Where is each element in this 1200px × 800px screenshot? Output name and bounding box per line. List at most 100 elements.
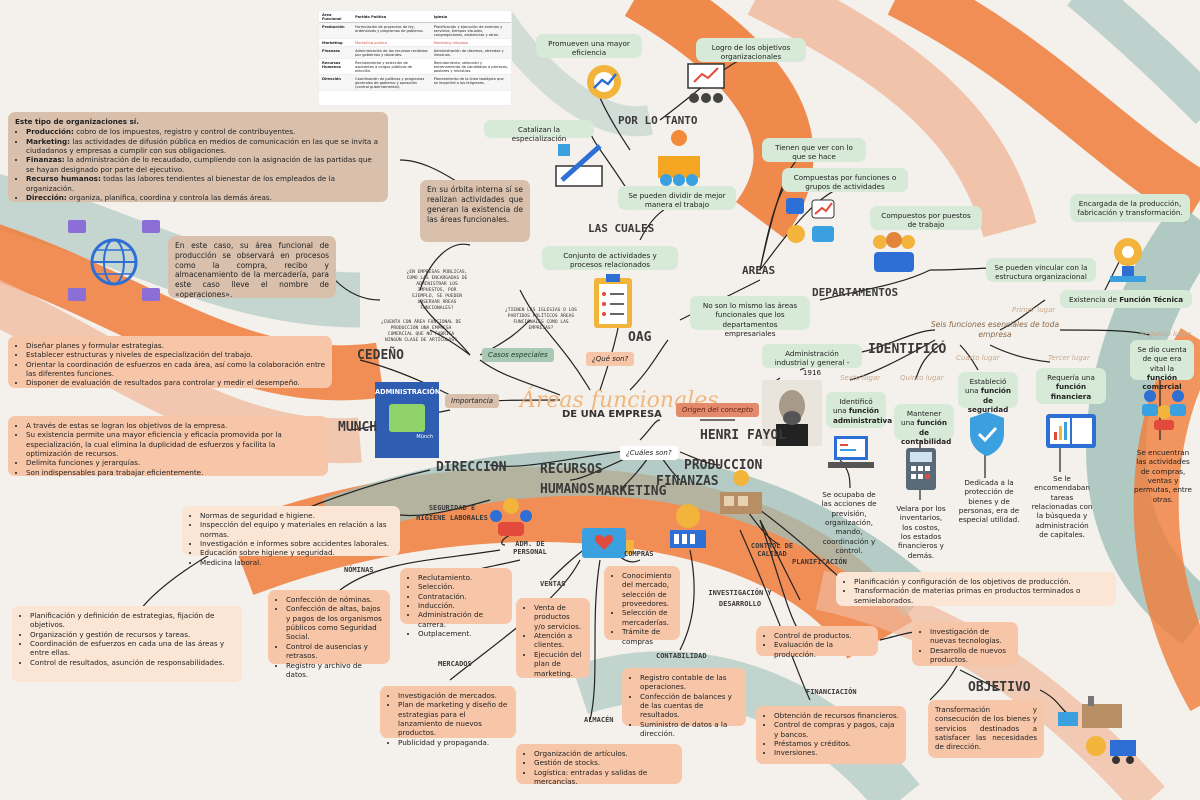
- tercer-lugar-label: Tercer lugar: [1048, 354, 1090, 362]
- funcion-contab-desc: Velara por los inventarios, los costos, …: [896, 504, 946, 560]
- contabilidad-label: CONTABILIDAD: [656, 652, 707, 660]
- seguridad-label: SEGURIDAD E HIGIENE LABORALES: [416, 504, 488, 522]
- list-item: Control de resultados, asunción de respo…: [30, 658, 235, 667]
- admin-industrial-box: Administración industrial y general - 19…: [762, 344, 862, 377]
- adm-personal-label: ADM. DE PERSONAL: [513, 540, 547, 556]
- list-item: Disponer de evaluación de resultados par…: [26, 378, 325, 387]
- seis-funciones-label: Seis funciones esenciales de toda empres…: [930, 320, 1060, 339]
- table-row: Dirección Coordinación de políticas y pr…: [319, 74, 511, 91]
- table-header: Partido Político: [352, 11, 431, 23]
- funcion-tecnica-box: Existencia de Función Técnica: [1060, 290, 1192, 308]
- casos-especiales-label: Casos especiales: [482, 348, 554, 362]
- list-item: Organización y gestión de recursos y tar…: [30, 630, 235, 639]
- tipo-organizaciones-box: Este tipo de organizaciones sí. Producci…: [8, 112, 388, 202]
- specialization-pencil-icon: [555, 144, 603, 187]
- list-item: Organización de artículos.: [534, 749, 675, 758]
- catalizan-box: Catalizan la especialización: [484, 120, 594, 143]
- funcion-comercial-box: Se dio cuenta de que era vital la funció…: [1130, 340, 1194, 391]
- list-item: Evaluación de la producción.: [774, 640, 871, 659]
- main-subtitle: DE UNA EMPRESA: [562, 409, 662, 420]
- reclutamiento-box: Reclutamiento. Selección. Contratación. …: [400, 568, 512, 638]
- list-item: Contratación.: [418, 592, 505, 601]
- table-cell: Reclutamiento y selección de aspirantes …: [352, 58, 431, 75]
- list-item: Gestión de stocks.: [534, 758, 675, 767]
- table-cell: Reclutamiento, selección y entrenamiento…: [430, 58, 511, 75]
- nominas-box: Confección de nóminas. Confección de alt…: [268, 590, 390, 679]
- tienen-box: Tienen que ver con lo que se hace: [762, 138, 866, 162]
- importancia-label: Importancia: [445, 394, 500, 408]
- cedeno-label: CEDEÑO: [357, 348, 404, 363]
- globe-network-icon: [68, 220, 160, 301]
- question-publicas: ¿EN EMPRESAS PÚBLICAS, COMO LAS ENCARGAD…: [406, 270, 468, 311]
- segundo-lugar-right-label: Segundo lugar: [1140, 330, 1192, 338]
- funcion-fin-desc: Se le encomendaban tareas relacionadas c…: [1031, 474, 1093, 540]
- list-item: Conocimiento del mercado, selección de p…: [622, 571, 673, 608]
- cuales-son-label: ¿Cuáles son?: [620, 446, 678, 460]
- list-item: Dirección: organiza, planifica, coordina…: [26, 193, 381, 202]
- table-cell: Formulación de proyectos de ley, ordenan…: [352, 22, 431, 39]
- funcion-administrativa-box: Identificó una función administrativa: [826, 392, 892, 428]
- list-item: Marketing: las actividades de difusión p…: [26, 137, 381, 156]
- list-item: Orientar la coordinación de esfuerzos en…: [26, 360, 325, 379]
- list-item: Control de compras y pagos, caja y banco…: [774, 720, 899, 739]
- list-item: Son indispensables para trabajar eficien…: [26, 468, 321, 477]
- list-item: Atención a clientes.: [534, 631, 583, 650]
- comparison-table: Área Funcional Partido Político Iglesia …: [318, 10, 512, 106]
- list-item: Ejecución del plan de marketing.: [534, 650, 583, 678]
- table-cell: Recursos Humanos: [319, 58, 353, 75]
- table-row: Producción Formulación de proyectos de l…: [319, 22, 511, 39]
- list-item: Selección de mercaderías.: [622, 608, 673, 627]
- list-item: Establecer estructuras y niveles de espe…: [26, 350, 325, 359]
- quinto-lugar-label: Quinto lugar: [900, 374, 944, 382]
- table-cell: Administración de los recursos recibidos…: [352, 46, 431, 59]
- planificacion-label: PLANIFICACIÓN: [792, 558, 847, 566]
- list-item: Delimita funciones y jerarquías.: [26, 458, 321, 467]
- table-cell: Planeamiento de la línea teológica que s…: [430, 74, 511, 91]
- mercados-label: MERCADOS: [438, 660, 472, 668]
- control-calidad-label: CONTROL DE CALIDAD: [750, 542, 794, 558]
- objetivo-label: OBJETIVO: [968, 680, 1031, 695]
- list-item: Selección.: [418, 582, 505, 591]
- list-item: Educación sobre higiene y seguridad.: [200, 548, 393, 557]
- table-row: Finanzas Administración de los recursos …: [319, 46, 511, 59]
- finanzas-label: FINANZAS: [656, 474, 719, 489]
- list-item: Desarrollo de nuevos productos.: [930, 646, 1011, 665]
- encargada-box: Encargada de la producción, fabricación …: [1070, 194, 1190, 222]
- list-item: Confección de nóminas.: [286, 595, 383, 604]
- analytics-dashboard-icon: [786, 198, 835, 243]
- munch-label: MUNCH: [338, 420, 378, 435]
- departamentos-label: DEPARTAMENTOS: [812, 286, 899, 299]
- list-item: Confección de balances y de las cuentas …: [640, 692, 739, 720]
- table-cell: Producción: [319, 22, 353, 39]
- technical-gear-bulb-icon: [1110, 238, 1146, 282]
- investigacion-box: Investigación de nuevas tecnologías. Des…: [912, 622, 1018, 666]
- ventas-box: Venta de productos y/o servicios. Atenci…: [516, 598, 590, 678]
- nominas-label: NÓMINAS: [344, 566, 374, 574]
- list-item: Registro y archivo de datos.: [286, 661, 383, 680]
- table-cell: Marketing: [319, 38, 353, 47]
- las-cuales-label: LAS CUALES: [588, 222, 655, 235]
- financiacion-box: Obtención de recursos financieros. Contr…: [756, 706, 906, 764]
- seguridad-box: Normas de seguridad e higiene. Inspecció…: [182, 506, 400, 567]
- list-item: Confección de altas, bajos y pagos de lo…: [286, 604, 383, 641]
- book-title: ADMINISTRACIÓN: [375, 388, 441, 396]
- list-item: Suministro de datos a la dirección.: [640, 720, 739, 739]
- primer-lugar-label: Primer lugar: [1012, 306, 1056, 314]
- list-item: Reclutamiento.: [418, 573, 505, 582]
- efficiency-gear-icon: [587, 65, 621, 99]
- cedeno-box: Diseñar planes y formular estrategias. E…: [8, 336, 332, 388]
- mercados-box: Investigación de mercados. Plan de marke…: [380, 686, 516, 747]
- orbita-box: En su órbita interna sí se realizan acti…: [420, 180, 530, 242]
- contabilidad-box: Registro contable de las operaciones. Co…: [622, 668, 746, 738]
- question-comercial: ¿CUENTA CON ÁREA FUNCIONAL DE PRODUCCIÓN…: [380, 320, 462, 343]
- security-shield-icon: [970, 412, 1004, 456]
- goals-presentation-icon: [687, 63, 725, 103]
- list-item: Préstamos y créditos.: [774, 739, 899, 748]
- factory-logistics-icon: [1058, 696, 1136, 764]
- control-productos-box: Control de productos. Evaluación de la p…: [756, 626, 878, 659]
- por-lo-tanto-label: POR LO TANTO: [618, 114, 698, 127]
- list-item: Inspección del equipo y materiales en re…: [200, 520, 393, 539]
- table-cell: Planificación y ejecución de eventos y s…: [430, 22, 511, 39]
- funcion-financiera-box: Requería una función financiera: [1036, 368, 1106, 404]
- list-item: Trámite de compras: [622, 627, 673, 646]
